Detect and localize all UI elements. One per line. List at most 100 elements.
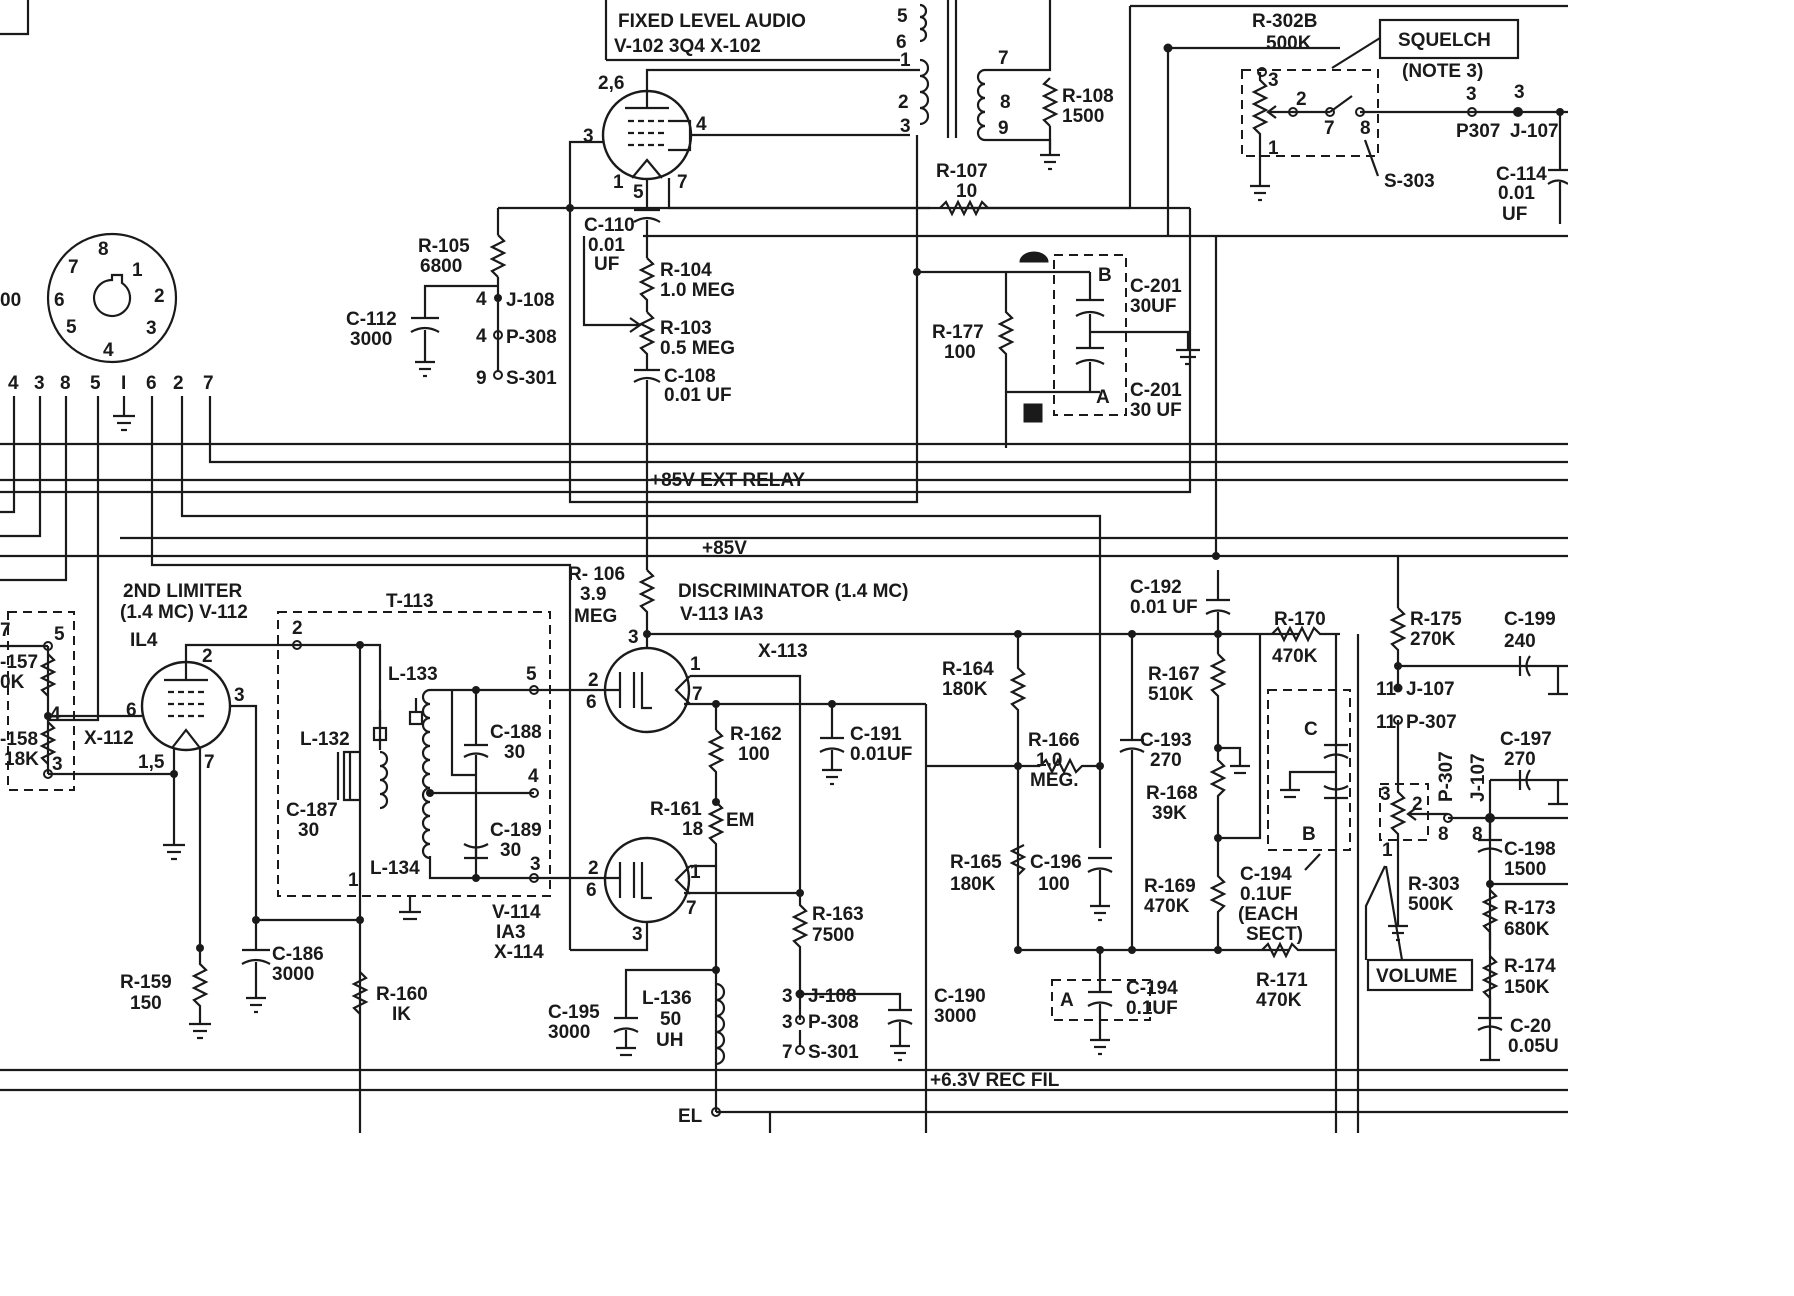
- s301-contact: [795, 1045, 805, 1055]
- squelch-contact: [1325, 107, 1335, 117]
- l136-value: 50: [660, 1009, 681, 1030]
- transformer-output: [919, 0, 1052, 150]
- c195-label: C-195: [548, 1002, 600, 1023]
- r157-label: -157: [0, 652, 38, 673]
- r158-value: 18K: [4, 749, 39, 770]
- r103-label: R-103: [660, 318, 712, 339]
- junction: [1128, 630, 1136, 638]
- c198-value: 1500: [1504, 859, 1546, 880]
- c108-value: 0.01 UF: [664, 385, 732, 406]
- discriminator-subtitle: V-113 IA3: [680, 604, 763, 625]
- c196-label: C-196: [1030, 852, 1082, 873]
- p308-top-label: P-308: [506, 327, 557, 348]
- c195-l136: [613, 968, 726, 1066]
- l136-label: L-136: [642, 988, 692, 1009]
- limiter-subtitle: (1.4 MC) V-112: [120, 602, 248, 623]
- junction: [712, 966, 720, 974]
- r104-value: 1.0 MEG: [660, 280, 735, 301]
- r303-value: 500K: [1408, 894, 1454, 915]
- r303-pin-3: 3: [1380, 784, 1391, 805]
- xfmr-pin-8: 8: [1000, 92, 1011, 113]
- socket-pin-5: 5: [66, 317, 77, 338]
- v112-pin-7: 7: [204, 752, 215, 773]
- limiter-tube-type: IL4: [130, 630, 158, 651]
- r302b-value: 500K: [1266, 33, 1312, 54]
- r158-contact: [43, 769, 53, 779]
- fixed-audio-subtitle: V-102 3Q4 X-102: [614, 36, 761, 57]
- c194-section-c: C: [1304, 719, 1318, 740]
- c194a-label: C-194: [1126, 978, 1178, 999]
- junction: [1096, 762, 1104, 770]
- v102-pin-4: 4: [696, 114, 707, 135]
- s301-top-label: S-301: [506, 368, 557, 389]
- v114-pin-7: 7: [686, 898, 697, 919]
- xfmr-pin-7: 7: [998, 48, 1009, 69]
- j108-bottom: [798, 992, 913, 1062]
- p307-11-pin: 11: [1376, 712, 1397, 733]
- r163-value: 7500: [812, 925, 854, 946]
- c194a-section: A: [1060, 990, 1074, 1011]
- v102-pin-3: 3: [583, 126, 594, 147]
- junction: [1394, 662, 1402, 670]
- s301-contact: [493, 370, 503, 380]
- junction: [1214, 630, 1222, 638]
- c110-label: C-110: [584, 215, 635, 236]
- j107-contact: [1513, 107, 1523, 117]
- junction: [566, 204, 574, 212]
- r157-contact: [43, 641, 53, 651]
- l134-pin: 1: [348, 870, 359, 891]
- r303-label: R-303: [1408, 874, 1460, 895]
- c192-chain: [1205, 570, 1340, 959]
- c194-sections: [1051, 634, 1360, 1133]
- xfmr-pin-2: 2: [898, 92, 909, 113]
- r174-label: R-174: [1504, 956, 1556, 977]
- v113-pin-2: 2: [588, 670, 599, 691]
- volume-section: [1364, 556, 1568, 1062]
- r158-pin-3: 3: [52, 754, 63, 775]
- octal-socket: [46, 232, 178, 364]
- v114-tube: IA3: [496, 922, 526, 943]
- j107-label: J-107: [1510, 121, 1559, 142]
- fixed-audio-title: FIXED LEVEL AUDIO: [618, 11, 806, 32]
- c194a-value: 0.1UF: [1126, 998, 1178, 1019]
- c194-note-2: SECT): [1246, 924, 1303, 945]
- r167-label: R-167: [1148, 664, 1200, 685]
- junction: [1128, 946, 1136, 954]
- limiter-wires: [0, 611, 360, 950]
- r105-label: R-105: [418, 236, 470, 257]
- c189-value: 30: [500, 840, 521, 861]
- c192-label: C-192: [1130, 577, 1182, 598]
- v112-pin-15: 1,5: [138, 752, 165, 773]
- r108-value: 1500: [1062, 106, 1104, 127]
- socket-left-value: 00: [0, 290, 21, 311]
- p307-label: P307: [1456, 121, 1500, 142]
- r302b-label: R-302B: [1252, 11, 1317, 32]
- row-pin: 7: [203, 373, 214, 394]
- c112-value: 3000: [350, 329, 392, 350]
- v114-label: V-114: [492, 902, 541, 923]
- v113-pin-7: 7: [692, 684, 703, 705]
- c186-value: 3000: [272, 964, 314, 985]
- j107-pin-8: 8: [1472, 824, 1483, 845]
- r173-label: R-173: [1504, 898, 1556, 919]
- p307-11-label: P-307: [1406, 712, 1457, 733]
- junction: [712, 700, 720, 708]
- c20x-label: C-20: [1510, 1016, 1551, 1037]
- p307-contact: [1443, 813, 1453, 823]
- c20x-value: 0.05U: [1508, 1036, 1559, 1057]
- c114-capacitor: [1547, 112, 1568, 224]
- r162-resistor: [707, 729, 725, 802]
- c114-value: 0.01: [1498, 183, 1535, 204]
- limiter-title: 2ND LIMITER: [123, 581, 243, 602]
- c193-value: 270: [1150, 750, 1182, 771]
- junction: [356, 641, 364, 649]
- r170-value: 470K: [1272, 646, 1318, 667]
- volume-label: VOLUME: [1376, 966, 1457, 987]
- v113-pin-1: 1: [690, 654, 701, 675]
- p307-vertical-label: P-307: [1436, 751, 1457, 802]
- junction: [472, 874, 480, 882]
- j107-contact: [1393, 683, 1403, 693]
- squelch-section: [1241, 18, 1568, 202]
- c191-value: 0.01UF: [850, 744, 912, 765]
- r160-resistor: [351, 971, 369, 1015]
